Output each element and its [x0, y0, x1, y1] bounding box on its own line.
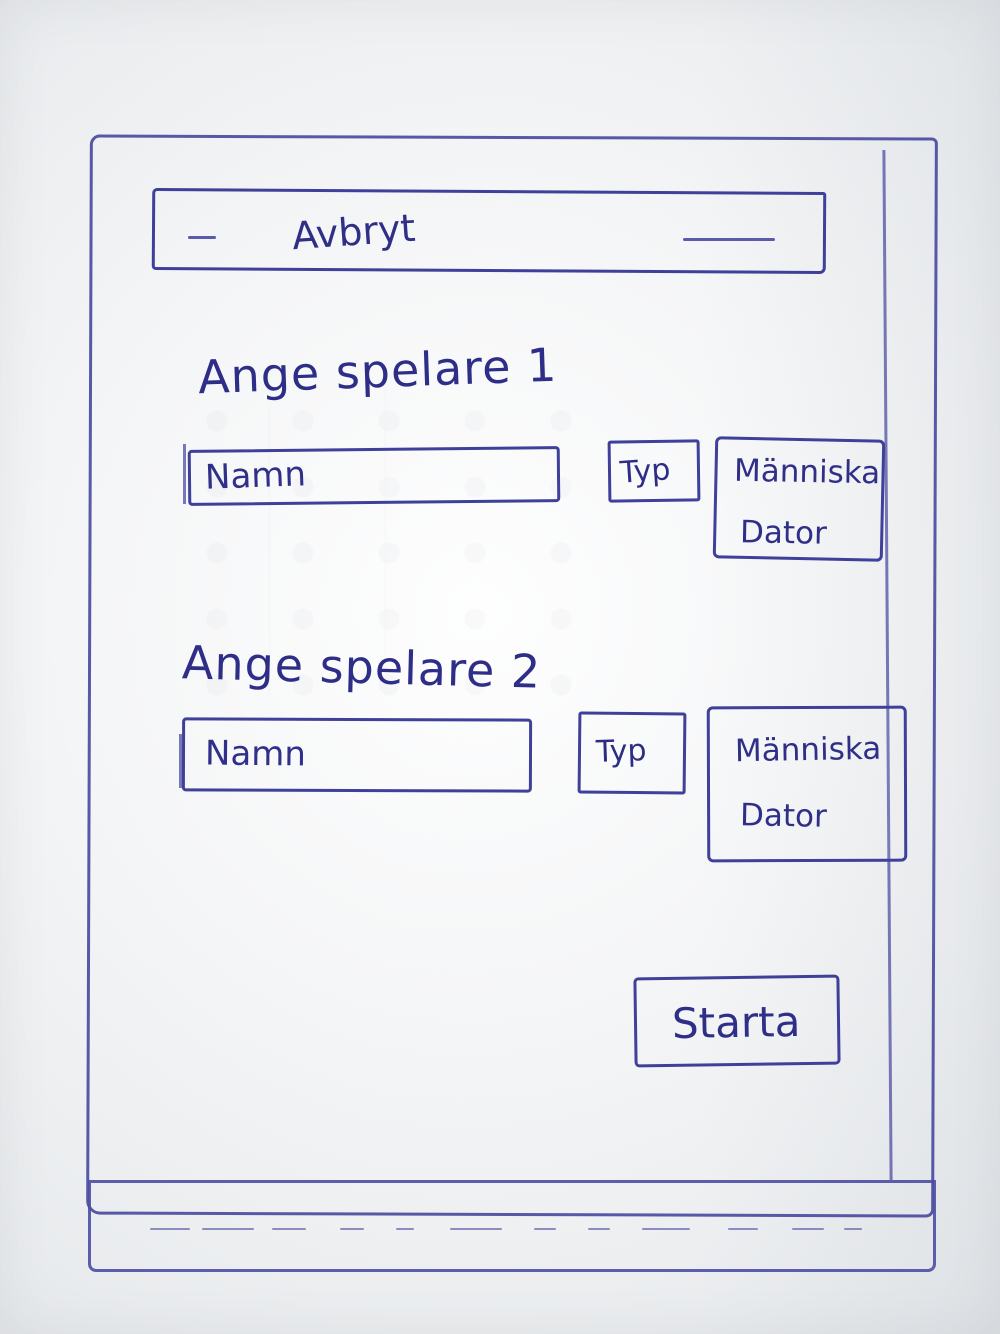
- player-1-name-input-left-edge: [183, 444, 186, 504]
- nav-dash: [202, 1228, 254, 1230]
- player-2-name-placeholder: Namn: [204, 733, 307, 775]
- bottom-navigation-dashes: [150, 1215, 870, 1245]
- nav-dash: [534, 1228, 556, 1230]
- player-1-name-placeholder: Namn: [204, 454, 307, 498]
- nav-dash: [150, 1228, 190, 1230]
- nav-dash: [272, 1228, 306, 1230]
- cancel-button-label: Avbryt: [290, 205, 417, 259]
- bottom-navigation-bar: [88, 1180, 936, 1272]
- paper-shadow: [700, 0, 1000, 1334]
- nav-dash: [396, 1228, 414, 1230]
- player-1-option-human[interactable]: Människa: [733, 452, 881, 492]
- cancel-button-decoration-right: [683, 238, 775, 241]
- nav-dash: [588, 1228, 610, 1230]
- nav-dash: [728, 1228, 758, 1230]
- player-2-type-options[interactable]: [706, 705, 908, 863]
- player-2-name-input-left-edge: [179, 734, 182, 788]
- nav-dash: [642, 1228, 690, 1230]
- nav-dash: [450, 1228, 502, 1230]
- player-1-option-computer[interactable]: Dator: [739, 514, 828, 552]
- nav-dash: [340, 1228, 364, 1230]
- nav-dash: [792, 1228, 824, 1230]
- start-button-label: Starta: [671, 996, 801, 1049]
- cancel-button-decoration-left: [188, 236, 216, 239]
- player-2-option-human[interactable]: Människa: [734, 730, 882, 770]
- player-2-option-computer[interactable]: Dator: [739, 797, 828, 835]
- cancel-button[interactable]: [151, 187, 827, 275]
- player-1-type-label: Typ: [618, 452, 672, 491]
- faint-background-sketch: [152, 366, 572, 696]
- nav-dash: [844, 1228, 862, 1230]
- player-2-type-label: Typ: [595, 733, 648, 770]
- player-2-title: Ange spelare 2: [181, 635, 542, 699]
